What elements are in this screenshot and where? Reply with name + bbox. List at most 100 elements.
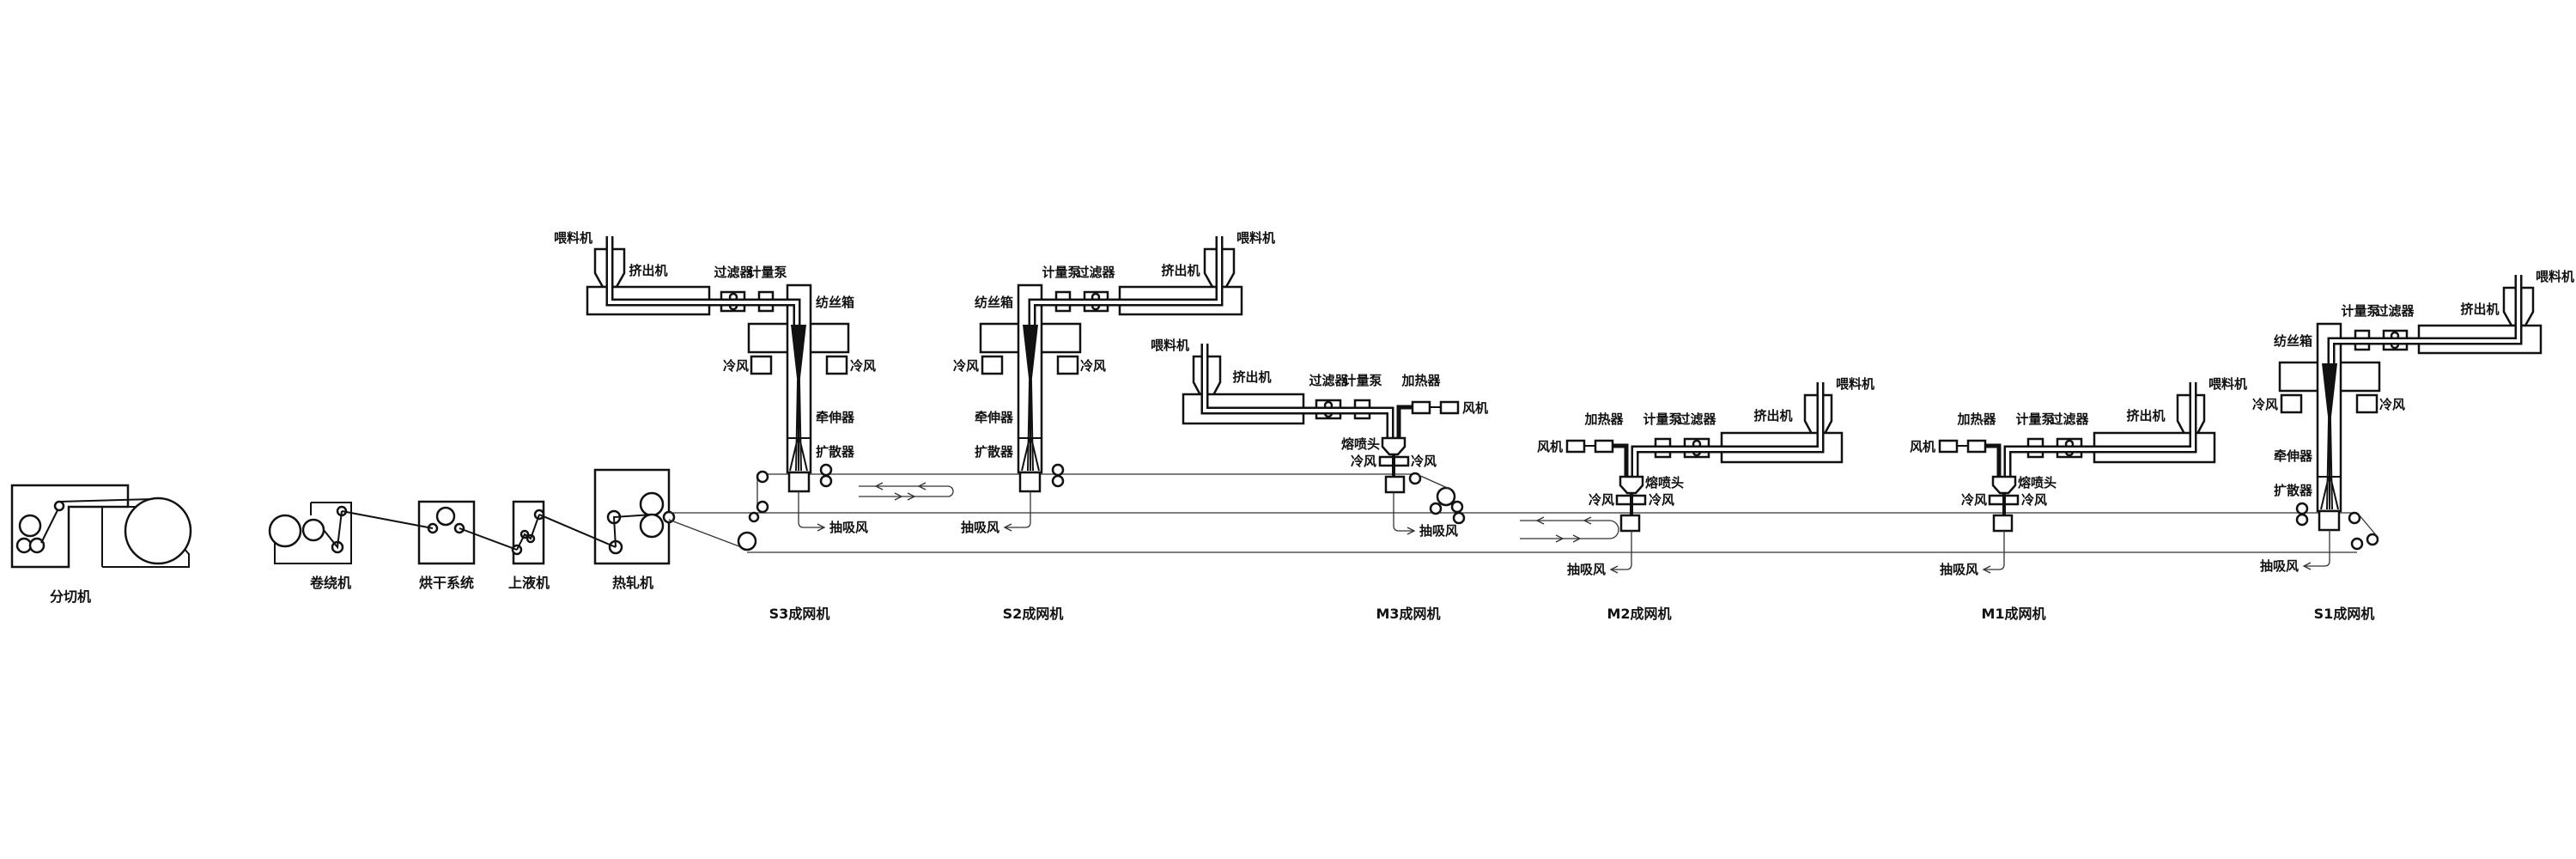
filter-label: 过滤器 bbox=[1309, 373, 1348, 388]
arrow-icon bbox=[894, 492, 903, 501]
suction-line bbox=[798, 491, 824, 528]
calender-roll bbox=[639, 513, 665, 539]
slitter-guide-roller bbox=[53, 500, 65, 512]
blower-label: 风机 bbox=[1910, 439, 1935, 454]
suction-line bbox=[1005, 491, 1031, 528]
arrow-icon bbox=[1609, 565, 1619, 574]
calender-roller bbox=[662, 510, 676, 524]
melt-pipe-bore bbox=[2006, 382, 2195, 478]
filter-label: 过滤器 bbox=[2375, 303, 2415, 319]
diffuser-label: 扩散器 bbox=[2274, 483, 2313, 498]
applicator-label: 上液机 bbox=[508, 575, 550, 591]
suction-line bbox=[1393, 492, 1414, 532]
spinneret-cone bbox=[791, 325, 806, 378]
web-roller bbox=[1051, 463, 1065, 477]
winder-roll bbox=[268, 514, 302, 548]
arrow-icon bbox=[917, 482, 927, 490]
cold-air-label: 冷风 bbox=[1351, 454, 1376, 469]
filament-line bbox=[2320, 476, 2330, 510]
web-line bbox=[668, 519, 744, 549]
drawing-unit-label: 牵伸器 bbox=[975, 410, 1014, 425]
die-head-label: 熔喷头 bbox=[1645, 475, 1684, 490]
heater-label: 加热器 bbox=[1956, 411, 1996, 427]
hot-air-pipe bbox=[1396, 405, 1413, 440]
blower bbox=[1938, 439, 1959, 454]
melt-pipe-bore bbox=[1633, 382, 1822, 478]
filament-line bbox=[1027, 377, 1031, 472]
web-roller bbox=[2295, 513, 2309, 527]
conveyor-belts bbox=[668, 470, 2379, 553]
melt-pipe bbox=[2003, 382, 2197, 478]
filament-line bbox=[2329, 416, 2333, 510]
filament-line bbox=[1021, 437, 1030, 472]
belt-loop-arrow bbox=[859, 485, 954, 497]
melt-pipe-bore bbox=[1203, 344, 1392, 440]
arrow-icon bbox=[1982, 565, 1991, 574]
metering-pump-label: 计量泵 bbox=[2341, 303, 2379, 319]
feeder-label: 喂料机 bbox=[1236, 230, 1275, 246]
web-line bbox=[40, 509, 58, 544]
filament-line bbox=[798, 377, 802, 472]
cold-air-box bbox=[2355, 393, 2379, 414]
arrow-icon bbox=[1406, 527, 1416, 535]
arrow-icon bbox=[1583, 516, 1592, 525]
suction-box bbox=[1619, 514, 1641, 533]
extruder-label: 挤出机 bbox=[1753, 408, 1792, 423]
filament-line bbox=[789, 437, 799, 472]
web-roller bbox=[2295, 502, 2309, 515]
extruder-label: 挤出机 bbox=[1161, 263, 1200, 278]
melt-pipe bbox=[1631, 382, 1825, 478]
meltblown-die bbox=[1991, 475, 2017, 495]
dryer-machine: 烘干系统 bbox=[417, 500, 476, 591]
dryer-frame bbox=[417, 500, 476, 565]
belt-roller bbox=[2366, 533, 2379, 546]
blower bbox=[1439, 400, 1460, 415]
feeder-label: 喂料机 bbox=[1151, 338, 1189, 353]
meltblown-die bbox=[1381, 436, 1406, 456]
cold-air-box bbox=[750, 355, 773, 375]
slitter-label: 分切机 bbox=[50, 588, 91, 605]
winder-label: 卷绕机 bbox=[309, 575, 351, 591]
feeder-label: 喂料机 bbox=[2536, 269, 2574, 284]
web-roller bbox=[819, 474, 833, 488]
filament-line bbox=[795, 377, 799, 472]
belt-roller bbox=[756, 500, 769, 514]
metering-pump-label: 计量泵 bbox=[2015, 411, 2054, 427]
cold-air-box bbox=[1056, 355, 1079, 375]
melt-pipe-bore bbox=[2330, 275, 2520, 365]
arrow-icon bbox=[817, 523, 826, 532]
filter-label: 过滤器 bbox=[714, 265, 753, 280]
metering-pump-label: 计量泵 bbox=[748, 265, 787, 280]
web-line bbox=[459, 527, 518, 551]
blower-label: 风机 bbox=[1537, 439, 1563, 454]
liquid-applicator-machine: 上液机 bbox=[508, 500, 550, 591]
winder-roll bbox=[301, 518, 325, 542]
suction-box bbox=[1992, 514, 2014, 533]
die-head-label: 熔喷头 bbox=[1341, 436, 1380, 452]
feeder-label: 喂料机 bbox=[1836, 376, 1874, 392]
extruder-label: 挤出机 bbox=[2460, 302, 2499, 317]
spin-box-label: 纺丝箱 bbox=[2274, 333, 2312, 349]
spinneret-cone bbox=[2322, 363, 2337, 417]
cold-air-label: 冷风 bbox=[723, 358, 749, 374]
belt-line bbox=[2358, 514, 2378, 537]
forming-unit-name: S3成网机 bbox=[769, 606, 830, 622]
melt-pipe-bore bbox=[1030, 236, 1221, 326]
suction-air-label: 抽吸风 bbox=[961, 520, 999, 535]
cold-air-label: 冷风 bbox=[1649, 492, 1674, 508]
winder-machine: 卷绕机 bbox=[268, 502, 352, 591]
belt-roller bbox=[756, 470, 769, 484]
slitter-roll bbox=[15, 537, 33, 554]
finishing-section: 分切机卷绕机烘干系统上液机热轧机 bbox=[10, 468, 676, 605]
cold-air-label: 冷风 bbox=[1961, 492, 1987, 508]
belt-roller bbox=[2348, 511, 2361, 525]
spinneret-cone bbox=[1023, 325, 1038, 378]
cold-air-label: 冷风 bbox=[1080, 358, 1106, 374]
die-head-label: 熔喷头 bbox=[2018, 475, 2057, 490]
metering-pump-label: 计量泵 bbox=[1343, 373, 1382, 388]
metering-pump-label: 计量泵 bbox=[1643, 411, 1681, 427]
suction-box bbox=[2318, 509, 2341, 532]
